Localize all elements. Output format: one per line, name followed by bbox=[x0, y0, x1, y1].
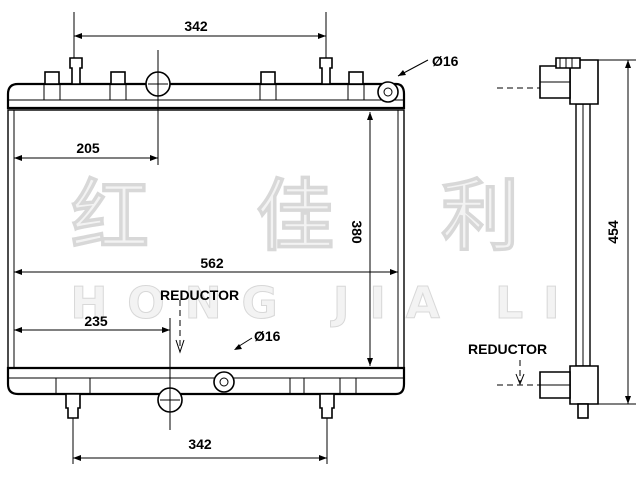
top-mount-tab bbox=[110, 71, 126, 85]
top-tank bbox=[6, 82, 406, 110]
side-view: REDUCTOR 454 bbox=[468, 57, 636, 419]
top-mount-tab bbox=[348, 71, 364, 85]
watermark-latin: HONG JIA LI bbox=[70, 278, 579, 329]
top-mount-tab bbox=[44, 71, 60, 85]
top-left-pin bbox=[69, 57, 83, 85]
dim-left-offset-upper: 205 bbox=[76, 140, 100, 156]
dim-top-pipe-spacing: 342 bbox=[184, 18, 208, 34]
dim-bottom-diameter: Ø16 bbox=[254, 328, 281, 344]
bottom-tank bbox=[6, 366, 406, 396]
front-dimensions: 342 205 562 235 380 342 Ø16 Ø16 bbox=[14, 12, 459, 464]
bottom-left-pin bbox=[65, 393, 81, 419]
watermark-chinese: 红 佳 利 bbox=[71, 172, 559, 262]
reductor-label-side: REDUCTOR bbox=[468, 341, 547, 357]
reductor-label-front: REDUCTOR bbox=[160, 287, 239, 303]
side-bottom-tank bbox=[569, 365, 599, 405]
top-outlet bbox=[377, 81, 399, 103]
dim-core-height: 380 bbox=[349, 220, 365, 244]
dim-left-offset-lower: 235 bbox=[84, 313, 108, 329]
side-bottom-pin bbox=[577, 403, 589, 419]
bottom-right-pin bbox=[319, 393, 335, 419]
dim-bottom-pipe-spacing: 342 bbox=[188, 436, 212, 452]
top-right-pin bbox=[319, 57, 333, 85]
bottom-inlet bbox=[213, 371, 235, 393]
dim-core-width: 562 bbox=[200, 255, 224, 271]
top-mount-tab bbox=[260, 71, 276, 85]
front-view: REDUCTOR bbox=[6, 50, 406, 430]
dim-overall-height: 454 bbox=[605, 220, 621, 244]
dim-top-diameter: Ø16 bbox=[432, 53, 459, 69]
